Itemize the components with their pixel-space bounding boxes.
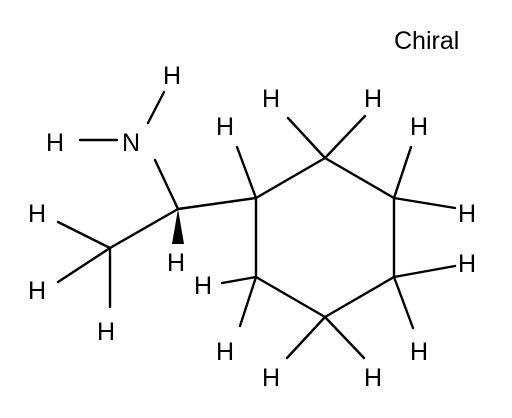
atom-label-h: H <box>163 62 181 90</box>
atom-labels: N H H H H H H H H H H H H H H H H H <box>28 62 476 392</box>
atom-label-h: H <box>262 85 280 113</box>
c-ring-bond <box>176 196 258 211</box>
methyl-h-bond <box>56 220 112 250</box>
ch-bond <box>220 275 258 285</box>
ch-bond <box>392 264 457 279</box>
ch-bond <box>235 145 258 200</box>
methyl-h-bond <box>56 246 112 284</box>
c-n-bond <box>153 158 180 211</box>
ring-bond <box>323 156 396 200</box>
atom-label-h: H <box>410 113 428 141</box>
atom-label-h: H <box>28 277 46 305</box>
atom-label-h: H <box>216 113 234 141</box>
n-h-bond <box>146 90 166 125</box>
ring-bond <box>254 275 327 319</box>
cyclohexane-ring <box>254 156 396 319</box>
c-methyl-bond <box>108 207 180 250</box>
ring-bond <box>323 275 396 319</box>
atom-label-h: H <box>262 364 280 392</box>
wedge-bond <box>172 209 184 244</box>
ch-bond <box>392 275 415 330</box>
chiral-label: Chiral <box>394 27 459 55</box>
atom-label-h: H <box>364 364 382 392</box>
atom-label-h: H <box>458 200 476 228</box>
atom-label-h: H <box>216 338 234 366</box>
atom-label-h: H <box>97 318 115 346</box>
atom-label-h: H <box>167 249 185 277</box>
ch-bond <box>392 196 457 210</box>
ch-bond <box>285 315 327 360</box>
ch-bond <box>392 145 413 200</box>
atom-label-h: H <box>410 338 428 366</box>
ch-bond <box>323 315 366 360</box>
ch-bond <box>238 275 258 328</box>
atom-label-h: H <box>28 200 46 228</box>
ch-bond <box>323 114 367 160</box>
side-chain <box>56 90 258 309</box>
atom-label-h: H <box>458 250 476 278</box>
ring-hydrogen-bonds <box>220 114 457 360</box>
atom-label-h: H <box>194 272 212 300</box>
atom-label-h: H <box>364 85 382 113</box>
atom-label-h: H <box>46 129 64 157</box>
ch-bond <box>286 116 327 160</box>
ring-bond <box>254 156 327 200</box>
atom-label-n: N <box>122 129 140 157</box>
